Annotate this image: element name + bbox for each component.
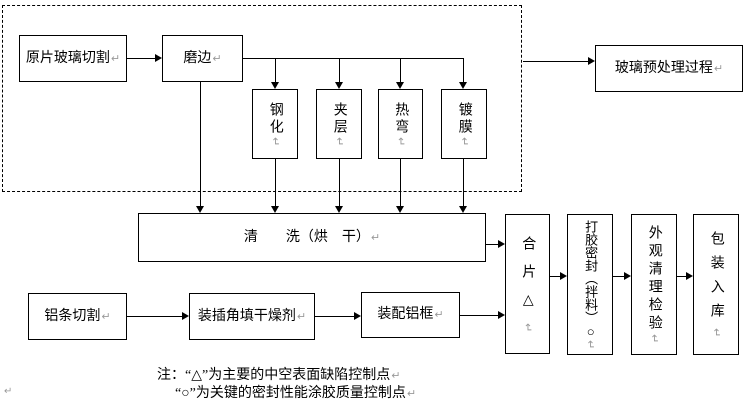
return-mark-icon: ↵ — [457, 136, 471, 147]
box-label: 清 洗（烘 干） — [243, 229, 370, 245]
box-label: 装插角填干燥剂 — [197, 308, 296, 324]
connector-line — [127, 316, 182, 317]
return-mark-icon: ↵ — [709, 328, 723, 338]
box-packing-warehouse: 包装入库↵ — [693, 214, 739, 355]
connector-line — [200, 82, 201, 206]
return-mark-icon: ↵ — [212, 51, 222, 65]
box-aluminum-cutting: 铝条切割↵ — [28, 293, 127, 340]
connector-line — [339, 159, 340, 206]
connector-line — [315, 316, 354, 317]
box-raw-glass-cutting: 原片玻璃切割↵ — [19, 35, 127, 82]
connector-line — [127, 58, 155, 59]
note-line-2: “○”为关键的密封性能涂胶质量控制点↵ — [175, 386, 417, 401]
arrow-to-hot-bending — [396, 82, 404, 89]
arrow-to-aluminum-frame — [354, 312, 361, 320]
arrow-to-washing-3 — [335, 206, 343, 213]
box-label: 热弯 — [393, 101, 409, 136]
return-mark-icon: ↵ — [584, 339, 598, 350]
note-line-1: 注：“△”为主要的中空表面缺陷控制点↵ — [157, 368, 401, 383]
box-coating: 镀膜↵ — [441, 89, 487, 159]
box-label: 原片玻璃切割 — [25, 50, 110, 66]
box-label: 包装入库 — [708, 231, 724, 328]
arrow-to-washing-2 — [271, 206, 279, 213]
arrow-to-glue-sealing — [560, 272, 567, 280]
return-mark-icon: ↵ — [521, 322, 535, 333]
arrow-to-inspection — [624, 272, 631, 280]
return-mark-icon: ↵ — [406, 387, 417, 400]
return-mark-icon: ↵ — [391, 369, 401, 382]
box-label: 铝条切割 — [44, 308, 101, 324]
return-mark-icon: ↵ — [434, 308, 444, 322]
connector-line — [523, 61, 588, 62]
return-mark-icon: ↵ — [394, 136, 408, 147]
box-label: 合片△ — [520, 235, 536, 322]
arrow-to-washing-1 — [196, 206, 204, 213]
box-label: 镀膜 — [456, 101, 472, 136]
box-label: 装配铝框 — [377, 307, 434, 323]
return-mark-icon: ↵ — [332, 136, 346, 147]
box-appearance-inspection: 外观清理检验↵ — [631, 214, 677, 355]
connector-line — [677, 276, 686, 277]
connector-line — [613, 276, 624, 277]
connector-line — [400, 58, 401, 82]
return-mark-icon: ↵ — [713, 61, 724, 75]
box-glass-pretreatment: 玻璃预处理过程↵ — [595, 45, 743, 92]
connector-line — [463, 58, 464, 82]
return-mark-icon: ↵ — [268, 136, 282, 147]
arrow-to-glass-pretreatment — [588, 57, 595, 65]
paragraph-mark-icon: ↵ — [4, 386, 13, 397]
arrow-washing-to-combine — [498, 240, 505, 248]
connector-line — [339, 58, 340, 82]
return-mark-icon: ↵ — [110, 51, 121, 65]
box-hot-bending: 热弯↵ — [378, 89, 423, 159]
box-label: 玻璃预处理过程 — [614, 60, 713, 76]
arrow-to-corner-desiccant — [182, 312, 189, 320]
arrow-frame-to-combine — [498, 311, 505, 319]
box-combine-sheets: 合片△↵ — [505, 214, 550, 354]
connector-line — [550, 276, 560, 277]
connector-line — [460, 315, 498, 316]
arrow-to-laminating — [335, 82, 343, 89]
box-label: 打胶密封（拌料）○ — [583, 219, 599, 339]
box-label: 外观清理检验 — [646, 225, 662, 334]
connector-line — [400, 159, 401, 206]
box-edge-grinding: 磨边↵ — [162, 35, 243, 82]
return-mark-icon: ↵ — [296, 309, 307, 323]
arrow-to-washing-4 — [396, 206, 404, 213]
box-washing-drying: 清 洗（烘 干）↵ — [138, 213, 486, 262]
box-glue-sealing: 打胶密封（拌料）○↵ — [567, 214, 613, 355]
arrow-to-coating — [459, 82, 467, 89]
arrow-to-edge-grinding — [155, 54, 162, 62]
arrow-to-tempering — [271, 82, 279, 89]
return-mark-icon: ↵ — [101, 309, 111, 323]
box-corner-desiccant: 装插角填干燥剂↵ — [189, 293, 315, 340]
connector-line — [243, 58, 464, 59]
arrow-to-washing-5 — [459, 206, 467, 213]
connector-line — [486, 244, 498, 245]
box-label: 夹层 — [331, 101, 347, 136]
box-laminating: 夹层↵ — [316, 89, 362, 159]
connector-line — [463, 159, 464, 206]
pretreatment-group-border — [2, 5, 522, 192]
connector-line — [275, 159, 276, 206]
return-mark-icon: ↵ — [370, 230, 381, 244]
box-tempering: 钢化↵ — [252, 89, 298, 159]
arrow-to-packing — [686, 272, 693, 280]
return-mark-icon: ↵ — [647, 334, 661, 344]
connector-line — [275, 58, 276, 82]
box-aluminum-frame: 装配铝框↵ — [361, 292, 460, 338]
box-label: 钢化 — [267, 101, 283, 136]
box-label: 磨边 — [183, 50, 212, 66]
